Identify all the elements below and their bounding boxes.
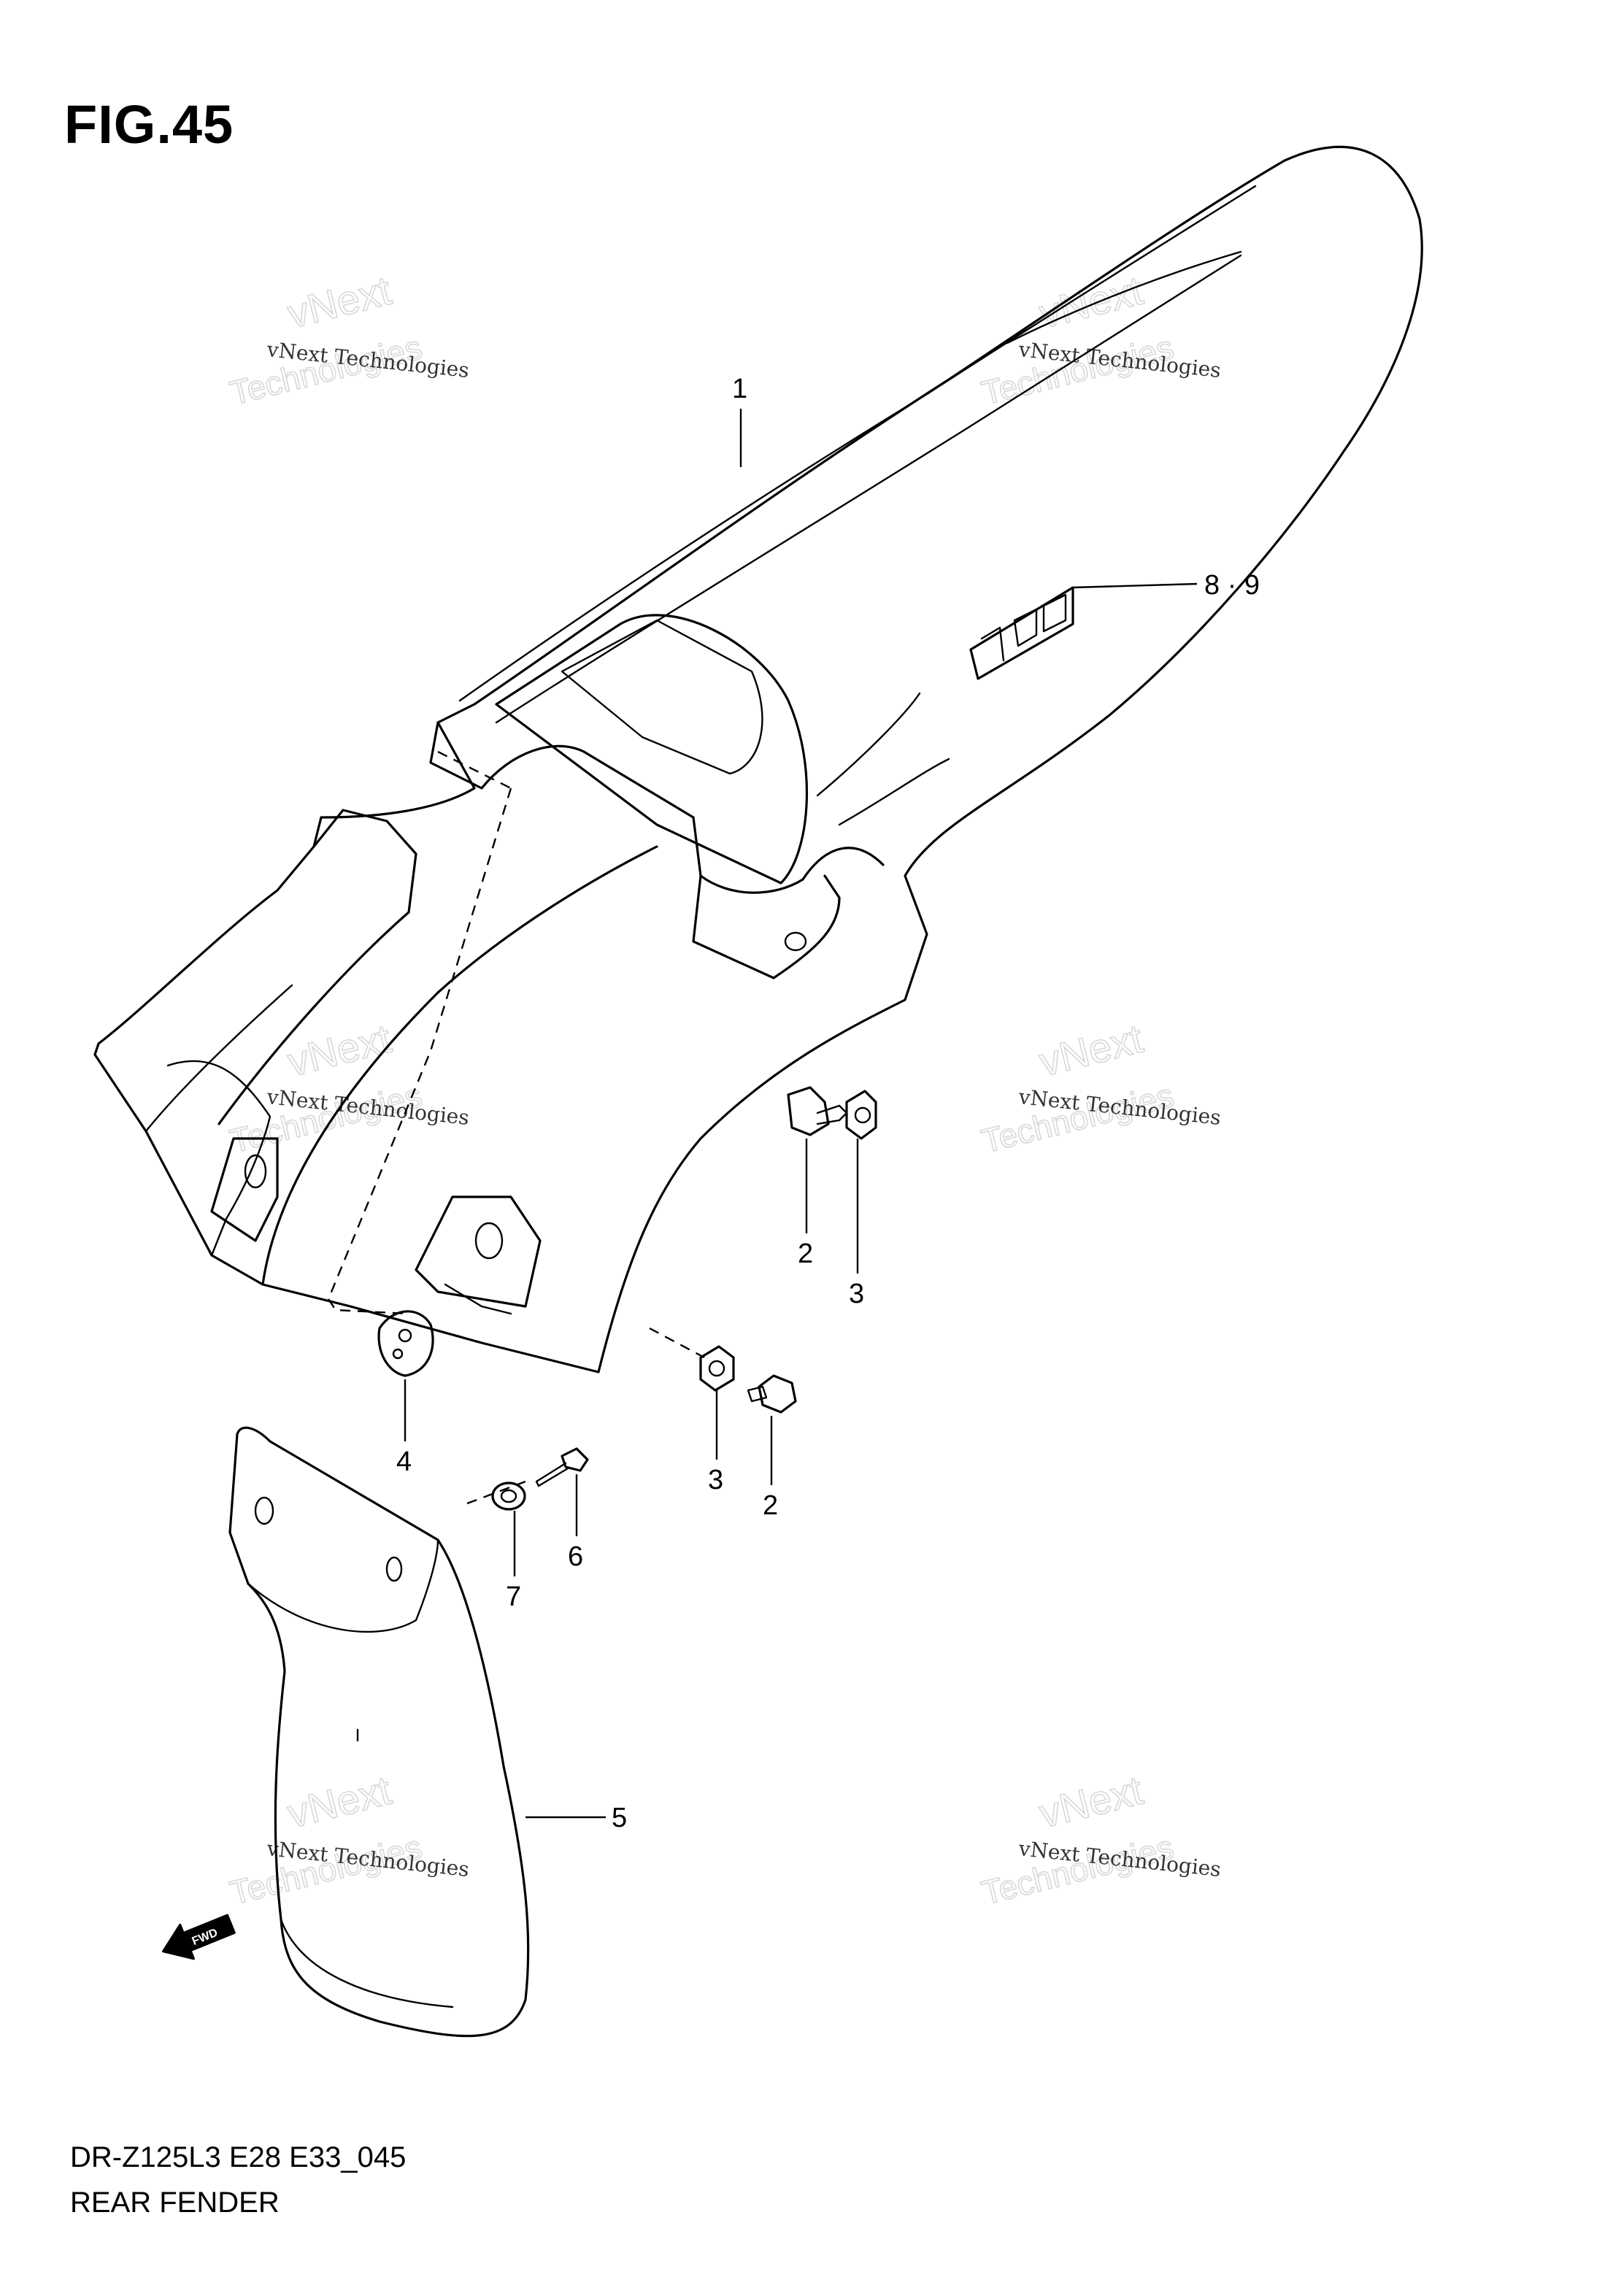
callout-7: 7 xyxy=(506,1582,521,1612)
nut-part-3-upper xyxy=(845,1090,877,1140)
figure-title: FIG.45 xyxy=(64,94,234,155)
screw-part-6 xyxy=(535,1447,589,1487)
callout-3-lower: 3 xyxy=(708,1465,723,1495)
watermark-bottom-left: vNext Technologies vNext Technologies xyxy=(226,1766,470,1913)
collar-part-7 xyxy=(491,1482,526,1511)
callout-4: 4 xyxy=(396,1446,412,1477)
watermark-text-vnext: vNext xyxy=(283,1767,396,1837)
fwd-arrow: FWD xyxy=(162,1914,236,1960)
callout-2-upper: 2 xyxy=(798,1238,813,1269)
model-code: DR-Z125L3 E28 E33_045 xyxy=(70,2141,407,2173)
watermark-top-left: vNext Technologies vNext Technologies xyxy=(226,266,470,413)
bolt-part-2-upper xyxy=(787,1086,848,1136)
watermark-text-vnext: vNext xyxy=(1035,1767,1148,1837)
callout-5: 5 xyxy=(612,1803,627,1833)
dashed-line-3 xyxy=(649,1327,705,1359)
dashed-line-7 xyxy=(466,1480,526,1505)
bolt-part-2-lower xyxy=(747,1374,797,1414)
diagram-name: REAR FENDER xyxy=(70,2187,280,2219)
watermark-text-vnext: vNext xyxy=(283,267,396,337)
callout-3-upper: 3 xyxy=(849,1279,864,1309)
callout-6: 6 xyxy=(568,1541,583,1572)
callout-2-lower: 2 xyxy=(763,1490,778,1521)
watermark-text-vnext: vNext xyxy=(1035,267,1148,337)
leader-8-9 xyxy=(1072,582,1198,589)
callout-8-9: 8 · 9 xyxy=(1204,570,1260,601)
watermark-mid-right: vNext Technologies vNext Technologies xyxy=(977,1014,1222,1161)
watermark-text-vnext: vNext xyxy=(1035,1015,1148,1085)
cushion-part-4 xyxy=(377,1310,434,1377)
nut-part-3-lower xyxy=(699,1345,735,1392)
callout-1: 1 xyxy=(732,374,747,404)
decal-8-9 xyxy=(969,586,1074,680)
watermark-bottom-right: vNext Technologies vNext Technologies xyxy=(977,1766,1222,1913)
watermark-text-vnext: vNext xyxy=(283,1015,396,1085)
mud-flap-part-5 xyxy=(228,1426,530,2038)
rear-fender-part-1 xyxy=(93,145,1423,1374)
